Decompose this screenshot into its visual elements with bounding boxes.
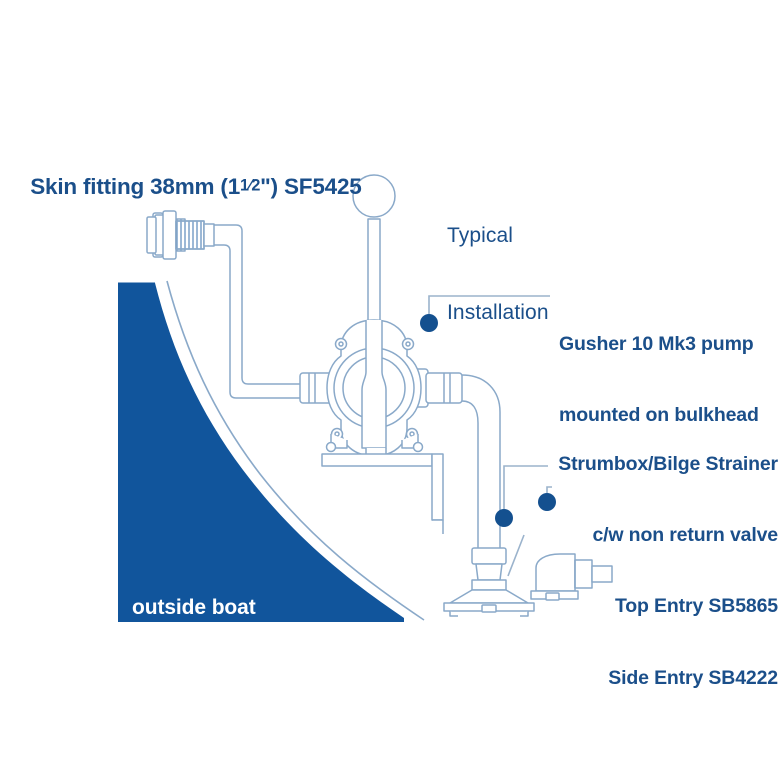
callout-dots [420,314,556,527]
suction-hose [461,374,501,565]
hull-fill [118,283,404,622]
strumbox-top-callout-dot [495,509,513,527]
strumbox-side-dome [535,553,576,592]
strumbox-side-callout-leader-stub [546,486,552,493]
strumbox-side-entry [530,553,613,601]
discharge-hose-wall-outer [214,224,303,385]
title-prefix: Skin fitting 38mm (1 [30,174,241,200]
strumbox-side-pointer [507,534,525,577]
suction-hose-wall-outer [461,374,501,565]
strumbox-callout-line-1: Strumbox/Bilge Strainer [558,452,778,475]
strumbox-callout-line-2: c/w non return valve [592,523,778,546]
strumbox-top-foot-right [520,611,529,617]
strumbox-side-outlet-spigot [591,565,613,583]
title-fraction-numerator: 1 [240,176,249,195]
pump-callout-label: Gusher 10 Mk3 pump mounted on bulkhead [559,285,759,475]
pump-callout-line-1: Gusher 10 Mk3 pump [559,332,754,355]
pump-callout-leader [428,295,550,314]
strumbox-top-center-boss [481,604,497,613]
suction-hose-wall-inner [461,400,479,565]
pump-callout-dot [420,314,438,332]
pump-bolt-hole-tr [405,341,411,347]
page-title: Skin fitting 38mm (11⁄2") SF5425 [6,146,362,228]
discharge-hose [214,224,303,399]
strumbox-top-neck-collar [471,547,507,565]
strumbox-top-neck [475,563,503,581]
typical-installation-label: Typical Installation [447,172,549,377]
title-fraction-slash: ⁄ [248,176,252,195]
pump-shaft-slot [361,320,387,449]
title-fraction-denominator: 2 [251,176,261,195]
strumbox-top-entry [443,547,535,617]
strumbox-side-center-boss [545,592,560,601]
skin-fitting [146,210,215,260]
pump-foot-bolt-right [412,441,424,453]
pump-callout-line-2: mounted on bulkhead [559,403,759,426]
bulkhead-bracket [321,453,444,534]
outside-boat-label: outside boat [132,596,256,619]
strumbox-top-foot-left [449,611,458,617]
strumbox-top-callout-leader [503,465,548,509]
hull-inner-outline [166,280,425,621]
strumbox-side-entry-part: Side Entry SB4222 [608,666,778,689]
skin-fitting-spigot [203,223,215,247]
strumbox-callout-label: Strumbox/Bilge Strainer c/w non return v… [558,405,782,738]
skin-fitting-washer [146,216,157,254]
strumbox-top-entry-part: Top Entry SB5865 [614,595,778,618]
pump-bolt-lugs [325,337,424,453]
title-suffix: ") SF5425 [260,174,362,200]
pump-handle-knob [352,174,396,218]
pump-bolt-hole-tl [338,341,344,347]
typical-installation-line-1: Typical [447,224,514,248]
bulkhead-vertical-end [432,519,444,534]
pump-foot-bolt-left [325,441,337,453]
typical-installation-line-2: Installation [447,301,549,325]
strumbox-top-cone [449,589,529,604]
pump-bolt-hole-bl [334,431,340,437]
callout-leaders [428,295,552,577]
bulkhead-plate [321,453,433,467]
strumbox-top-shoulder [471,579,507,591]
discharge-hose-wall-inner [214,244,303,399]
pump-bolt-hole-br [409,431,415,437]
gusher-pump [299,174,463,457]
strumbox-side-callout-dot [538,493,556,511]
hull [118,280,426,623]
bulkhead-vertical-web [431,453,444,521]
